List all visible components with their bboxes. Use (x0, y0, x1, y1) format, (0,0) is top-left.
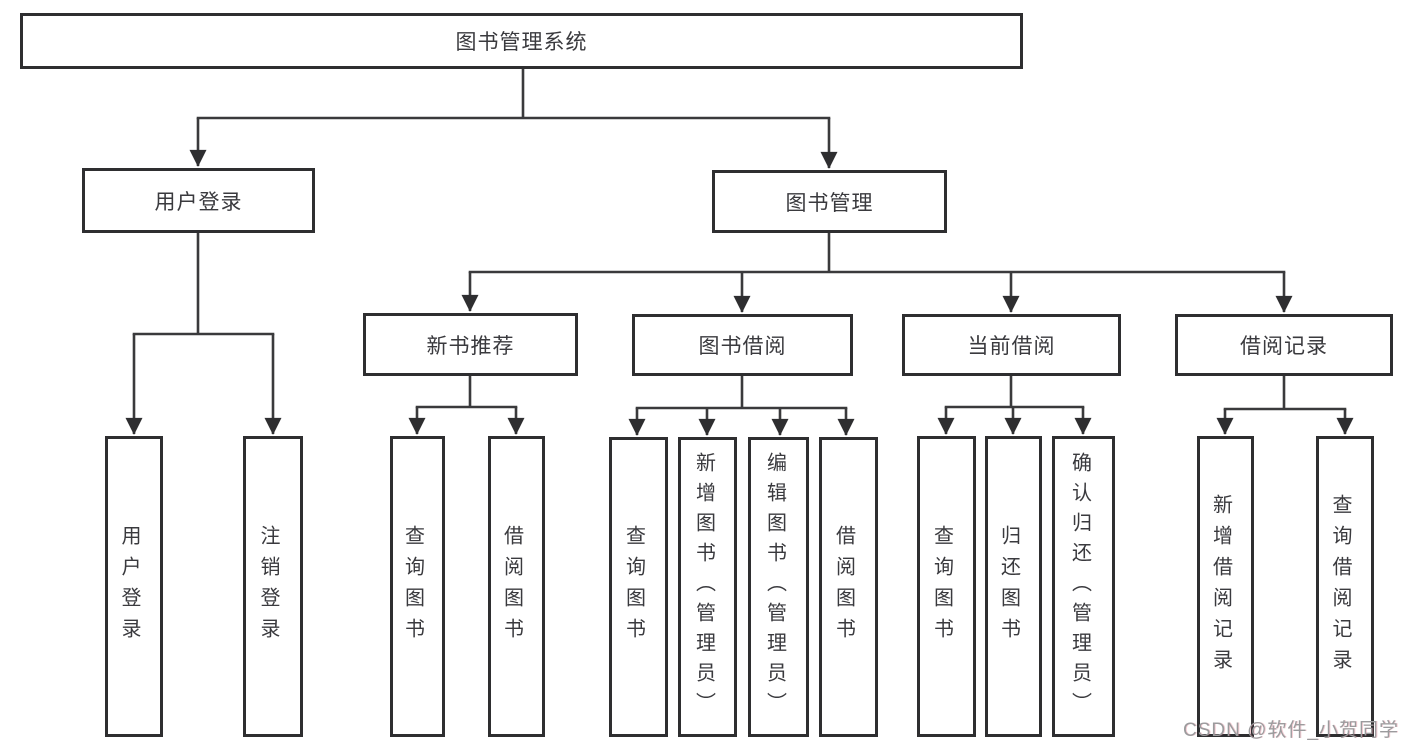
node-current-borrow-label: 当前借阅 (967, 335, 1056, 358)
leaf-add-borrow-record-label: 新增借阅记录 (1209, 493, 1232, 680)
leaf-query-book-3-label: 查询图书 (930, 524, 953, 649)
leaf-return-book: 归还图书 (985, 436, 1042, 737)
node-user-login-branch: 用户登录 (82, 168, 315, 233)
leaf-edit-book-admin-label: 编辑图书（管理员） (763, 452, 786, 722)
node-new-book-recommend-label: 新书推荐 (426, 334, 515, 358)
leaf-query-book-1: 查询图书 (390, 436, 445, 737)
leaf-return-book-label: 归还图书 (997, 524, 1020, 649)
leaf-query-book-2: 查询图书 (609, 437, 668, 737)
node-book-management-branch: 图书管理 (712, 170, 947, 233)
leaf-user-login: 用户登录 (105, 436, 163, 737)
leaf-query-borrow-record: 查询借阅记录 (1316, 436, 1374, 737)
leaf-logout: 注销登录 (243, 436, 303, 737)
leaf-query-book-2-label: 查询图书 (622, 525, 645, 649)
node-borrow-records-label: 借阅记录 (1240, 335, 1328, 358)
leaf-borrow-book-1: 借阅图书 (488, 436, 545, 737)
csdn-watermark: CSDN @软件_小贺同学 (1183, 720, 1399, 741)
node-borrow-records: 借阅记录 (1175, 314, 1393, 376)
node-book-borrow-label: 图书借阅 (698, 335, 787, 358)
leaf-confirm-return-admin-label: 确认归还（管理员） (1068, 451, 1091, 722)
leaf-logout-label: 注销登录 (257, 524, 279, 649)
node-book-borrow: 图书借阅 (632, 314, 853, 376)
node-root-label: 图书管理系统 (455, 31, 588, 54)
leaf-confirm-return-admin: 确认归还（管理员） (1052, 436, 1115, 737)
node-user-login-label: 用户登录 (154, 190, 243, 214)
node-new-book-recommend: 新书推荐 (363, 313, 578, 376)
leaf-edit-book-admin: 编辑图书（管理员） (748, 437, 809, 737)
leaf-user-login-label: 用户登录 (118, 524, 140, 649)
leaf-query-book-1-label: 查询图书 (401, 524, 424, 649)
leaf-query-borrow-record-label: 查询借阅记录 (1329, 493, 1351, 680)
leaf-borrow-book-2-label: 借阅图书 (832, 525, 855, 649)
node-root-system: 图书管理系统 (20, 13, 1023, 69)
leaf-borrow-book-1-label: 借阅图书 (500, 524, 523, 649)
node-current-borrow: 当前借阅 (902, 314, 1121, 376)
node-book-management-label: 图书管理 (785, 191, 874, 215)
leaf-add-book-admin: 新增图书（管理员） (678, 437, 737, 737)
leaf-add-book-admin-label: 新增图书（管理员） (692, 452, 715, 722)
leaf-add-borrow-record: 新增借阅记录 (1197, 436, 1254, 737)
leaf-borrow-book-2: 借阅图书 (819, 437, 878, 737)
leaf-query-book-3: 查询图书 (917, 436, 976, 737)
